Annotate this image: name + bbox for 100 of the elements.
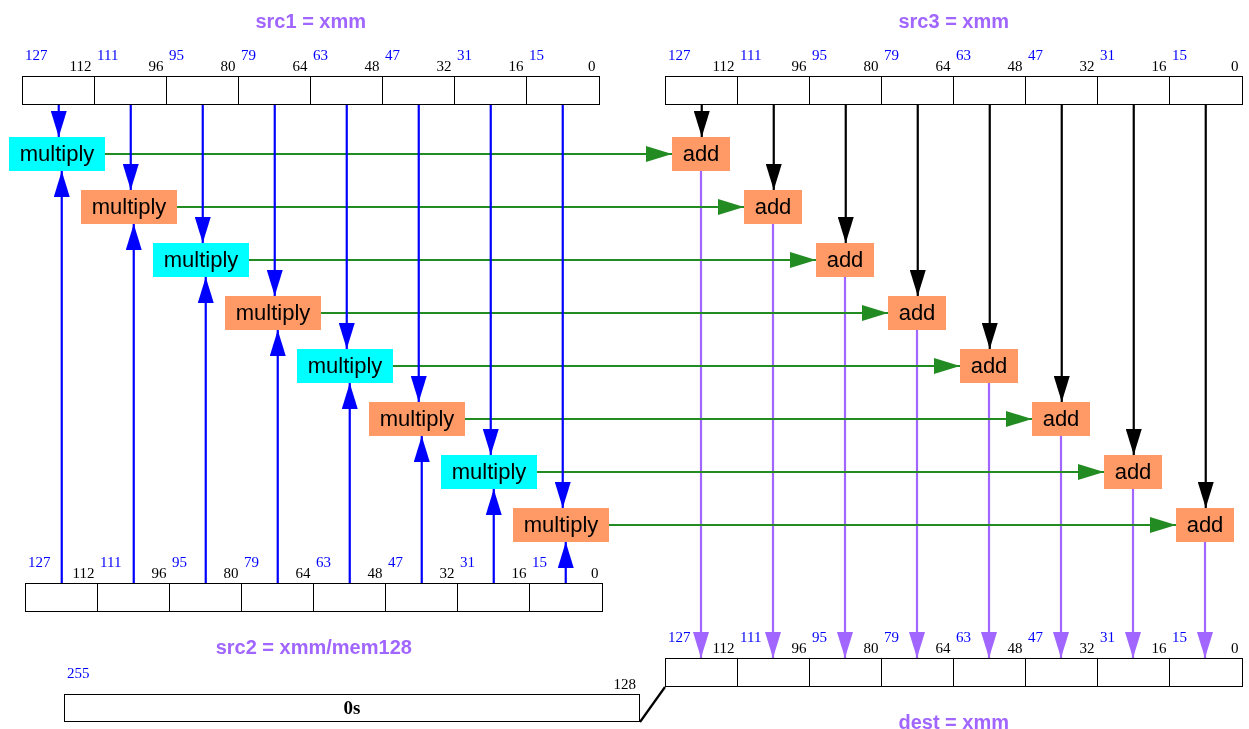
bit-number: 127 <box>668 47 691 63</box>
arrow <box>321 305 888 321</box>
operation-box: add <box>1176 508 1234 542</box>
bit-number: 16 <box>1151 58 1167 74</box>
bit-number: 63 <box>956 47 971 63</box>
operation-box: add <box>672 137 730 171</box>
bit-number: 15 <box>529 47 544 63</box>
arrow <box>1125 105 1142 455</box>
bit-number: 80 <box>220 58 236 74</box>
register-title: src2 = xmm/mem128 <box>214 636 413 659</box>
bit-number: 79 <box>884 47 899 63</box>
register-value: 0s <box>343 697 361 719</box>
bit-number: 63 <box>313 47 328 63</box>
bit-number: 80 <box>223 565 239 581</box>
bit-number: 64 <box>292 58 308 74</box>
operation-box: multiply <box>441 455 537 489</box>
arrow <box>341 383 358 583</box>
arrow <box>413 436 430 583</box>
bit-number: 47 <box>388 554 403 570</box>
bit-number: 112 <box>712 640 735 656</box>
bit-number: 79 <box>241 47 256 63</box>
bit-number: 127 <box>25 47 48 63</box>
arrow <box>981 105 998 349</box>
bit-number: 95 <box>169 47 184 63</box>
arrow <box>1197 542 1213 658</box>
bit-number: 128 <box>613 676 636 692</box>
register-title: src3 = xmm <box>897 10 1011 33</box>
bit-number: 80 <box>863 58 879 74</box>
bit-number: 63 <box>316 554 331 570</box>
bit-number: 64 <box>295 565 311 581</box>
arrow <box>1053 436 1069 658</box>
bit-number: 47 <box>1028 47 1043 63</box>
arrow <box>105 146 672 162</box>
operation-box: multiply <box>9 137 105 171</box>
connector-line <box>639 686 666 723</box>
bit-number: 112 <box>69 58 92 74</box>
arrow <box>269 330 286 583</box>
arrow <box>609 517 1176 533</box>
arrow <box>693 105 710 137</box>
operation-box: multiply <box>225 296 321 330</box>
bit-number: 32 <box>439 565 455 581</box>
bit-number: 48 <box>367 565 383 581</box>
bit-number: 31 <box>457 47 472 63</box>
arrow <box>122 105 139 190</box>
bit-number: 127 <box>28 554 51 570</box>
bit-number: 16 <box>508 58 524 74</box>
bit-number: 111 <box>100 554 122 570</box>
bit-number: 47 <box>1028 629 1043 645</box>
arrow <box>765 224 781 658</box>
arrow <box>557 542 574 583</box>
arrow <box>266 105 283 296</box>
bit-number: 0 <box>1231 640 1239 656</box>
arrow <box>249 252 816 268</box>
arrow <box>194 105 211 243</box>
bit-number: 79 <box>884 629 899 645</box>
operation-box: add <box>816 243 874 277</box>
arrow <box>338 105 355 349</box>
arrow <box>1125 489 1141 658</box>
bit-number: 15 <box>532 554 547 570</box>
arrow <box>393 358 960 374</box>
arrow <box>1197 105 1214 508</box>
bit-number: 127 <box>668 629 691 645</box>
bit-number: 16 <box>511 565 527 581</box>
bit-number: 31 <box>1100 629 1115 645</box>
bit-number: 80 <box>863 640 879 656</box>
bit-number: 111 <box>740 47 762 63</box>
bit-number: 64 <box>935 640 951 656</box>
operation-box: multiply <box>81 190 177 224</box>
bit-number: 48 <box>1007 640 1023 656</box>
operation-box: multiply <box>369 402 465 436</box>
arrow <box>125 224 142 583</box>
bit-number: 48 <box>364 58 380 74</box>
bit-number: 31 <box>460 554 475 570</box>
bit-number: 0 <box>588 58 596 74</box>
arrow <box>981 383 997 658</box>
bit-number: 64 <box>935 58 951 74</box>
operation-box: multiply <box>297 349 393 383</box>
arrow <box>197 277 214 583</box>
arrow <box>465 411 1032 427</box>
bit-number: 255 <box>67 665 90 681</box>
bit-number: 96 <box>791 58 807 74</box>
bit-number: 96 <box>148 58 164 74</box>
bit-number: 0 <box>1231 58 1239 74</box>
arrow <box>410 105 427 402</box>
bit-number: 95 <box>172 554 187 570</box>
arrow <box>537 464 1104 480</box>
arrow <box>1053 105 1070 402</box>
arrow <box>909 105 926 296</box>
bit-number: 112 <box>712 58 735 74</box>
register-title: src1 = xmm <box>254 10 368 33</box>
bit-number: 111 <box>97 47 119 63</box>
bit-number: 15 <box>1172 629 1187 645</box>
operation-box: add <box>888 296 946 330</box>
arrow <box>554 105 571 508</box>
operation-box: add <box>1032 402 1090 436</box>
bit-number: 32 <box>436 58 452 74</box>
arrow <box>765 105 782 190</box>
arrow <box>909 330 925 658</box>
bit-number: 15 <box>1172 47 1187 63</box>
arrow <box>50 105 67 137</box>
